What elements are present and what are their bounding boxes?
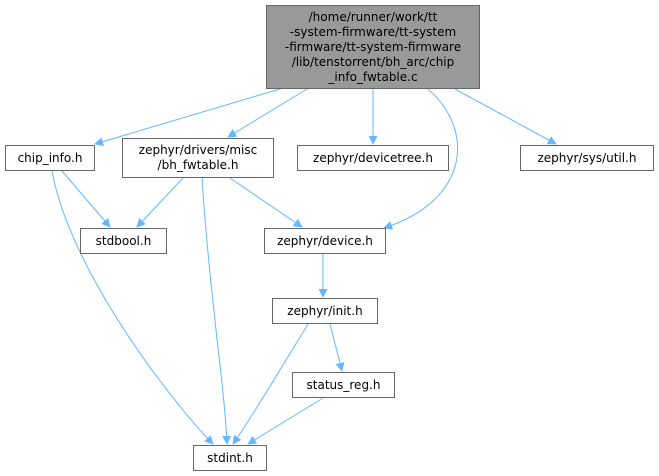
root-line-1: /home/runner/work/tt xyxy=(308,9,438,24)
sys-util-label: zephyr/sys/util.h xyxy=(537,150,637,165)
edge-status_reg-to-stdint xyxy=(247,397,324,445)
init-label: zephyr/init.h xyxy=(287,303,363,318)
node-stdbool-h[interactable]: stdbool.h xyxy=(80,228,167,254)
node-devicetree-h[interactable]: zephyr/devicetree.h xyxy=(297,145,449,171)
node-root-source-file[interactable]: /home/runner/work/tt -system-firmware/tt… xyxy=(266,5,480,89)
device-label: zephyr/device.h xyxy=(277,233,373,248)
status-reg-label: status_reg.h xyxy=(306,377,381,392)
edge-root-to-bh_fwtable xyxy=(227,88,308,138)
bh-fwtable-line-2: /bh_fwtable.h xyxy=(157,158,239,172)
edge-bh_fwtable-to-stdint xyxy=(201,177,232,445)
node-chip-info-h[interactable]: chip_info.h xyxy=(5,145,95,171)
root-line-5: _info_fwtable.c xyxy=(328,69,418,84)
bh-fwtable-line-1: zephyr/drivers/misc xyxy=(138,143,258,157)
devicetree-label: zephyr/devicetree.h xyxy=(313,150,433,165)
edge-chip_info-to-stdbool xyxy=(61,170,111,228)
node-device-h[interactable]: zephyr/device.h xyxy=(264,228,386,254)
node-status-reg-h[interactable]: status_reg.h xyxy=(292,372,395,398)
edge-root-to-chip_info xyxy=(94,85,291,147)
node-bh-fwtable-h[interactable]: zephyr/drivers/misc /bh_fwtable.h xyxy=(122,138,274,178)
edge-init-to-status_reg xyxy=(329,323,345,372)
node-stdint-h[interactable]: stdint.h xyxy=(193,445,267,471)
node-sys-util-h[interactable]: zephyr/sys/util.h xyxy=(520,145,654,171)
edge-bh_fwtable-to-device xyxy=(229,177,303,228)
stdint-label: stdint.h xyxy=(207,450,253,465)
edge-bh_fwtable-to-stdbool xyxy=(136,177,184,228)
node-init-h[interactable]: zephyr/init.h xyxy=(272,298,378,324)
edge-root-to-device xyxy=(383,88,459,230)
chip-info-label: chip_info.h xyxy=(17,150,83,165)
stdbool-label: stdbool.h xyxy=(95,233,152,248)
root-line-3: -firmware/tt-system-firmware xyxy=(284,39,462,54)
root-line-4: /lib/tenstorrent/bh_arc/chip xyxy=(291,54,455,69)
root-line-2: -system-firmware/tt-system xyxy=(289,24,457,39)
edge-chip_info-to-stdint xyxy=(51,170,214,445)
edge-root-to-sys_util xyxy=(454,88,557,145)
edge-init-to-stdint xyxy=(232,323,309,445)
